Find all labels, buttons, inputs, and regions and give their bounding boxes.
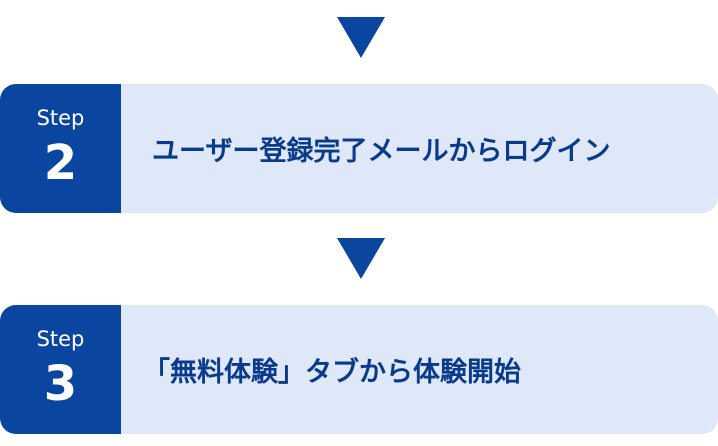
step-badge: Step 3 (0, 305, 121, 434)
step-label: Step (36, 106, 85, 130)
step-number: 2 (43, 135, 78, 191)
step-description: 「無料体験」タブから体験開始 (143, 357, 521, 388)
step-card-2: Step 2 ユーザー登録完了メールからログイン (0, 84, 718, 213)
step-label: Step (36, 327, 85, 351)
step-card-3: Step 3 「無料体験」タブから体験開始 (0, 305, 718, 434)
step-badge: Step 2 (0, 84, 121, 213)
down-arrow-icon (337, 238, 385, 279)
down-arrow-icon (337, 17, 385, 58)
step-description: ユーザー登録完了メールからログイン (152, 136, 611, 167)
step-number: 3 (43, 356, 78, 412)
